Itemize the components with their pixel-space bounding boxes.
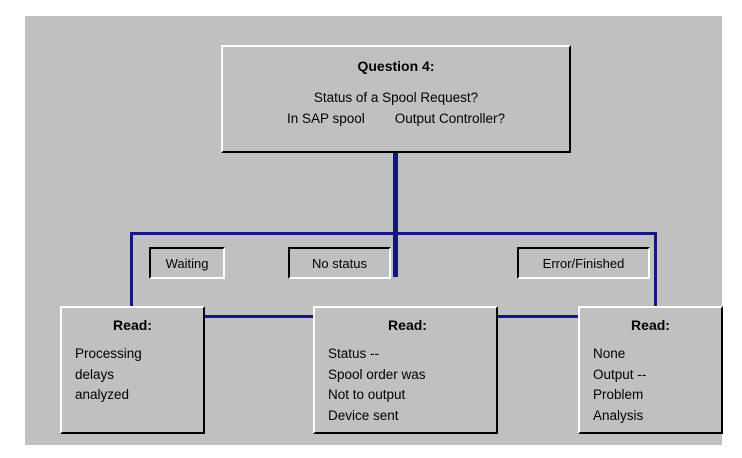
read-box-3-line-2: Output -- [593,366,647,382]
read-box-1-title: Read: [113,317,152,333]
read-box-3-line-4: Analysis [593,407,644,423]
status-label-error-finished: Error/Finished [517,247,650,279]
question-line-1: Status of a Spool Request? [313,90,479,105]
read-box-3-title: Read: [631,317,670,333]
status-label-no-status-text: No status [312,255,367,271]
question-line-2: In SAP spool Output Controller? [286,110,506,126]
read-box-1-line-1: Processing [75,346,142,361]
read-box-2-line-2: Spool order was [328,366,426,382]
read-box-2-lines: Status -- Spool order was Not to output … [315,344,496,426]
read-box-1-lines: Processing delays analyzed [62,344,203,406]
connector-read1-read2 [203,315,320,318]
connector-drop-right [654,232,657,307]
connector-trunk-vertical [393,153,398,277]
question-box: Question 4: Status of a Spool Request? I… [221,45,571,153]
read-box-2-line-4: Device sent [328,407,399,423]
connector-drop-left [130,232,133,307]
status-label-waiting: Waiting [149,247,225,279]
read-box-2-line-1: Status -- [328,346,380,361]
read-box-1-line-2: delays [75,366,115,382]
status-label-no-status: No status [288,247,391,279]
read-box-2-title: Read: [388,317,427,333]
read-box-3-line-1: None [593,346,626,361]
read-box-3-lines: None Output -- Problem Analysis [580,344,721,426]
read-box-error-finished: Read: None Output -- Problem Analysis [578,306,723,434]
read-box-2-line-3: Not to output [328,387,406,403]
read-box-3-line-3: Problem [593,387,644,403]
diagram-panel: Question 4: Status of a Spool Request? I… [25,16,723,445]
connector-read2-read3 [495,315,583,318]
read-box-no-status: Read: Status -- Spool order was Not to o… [313,306,498,434]
connector-horizontal-bus [130,232,657,235]
status-label-waiting-text: Waiting [165,255,209,271]
read-box-1-line-3: analyzed [75,387,130,403]
question-title: Question 4: [357,58,435,74]
read-box-waiting: Read: Processing delays analyzed [60,306,205,434]
status-label-error-finished-text: Error/Finished [542,255,625,271]
